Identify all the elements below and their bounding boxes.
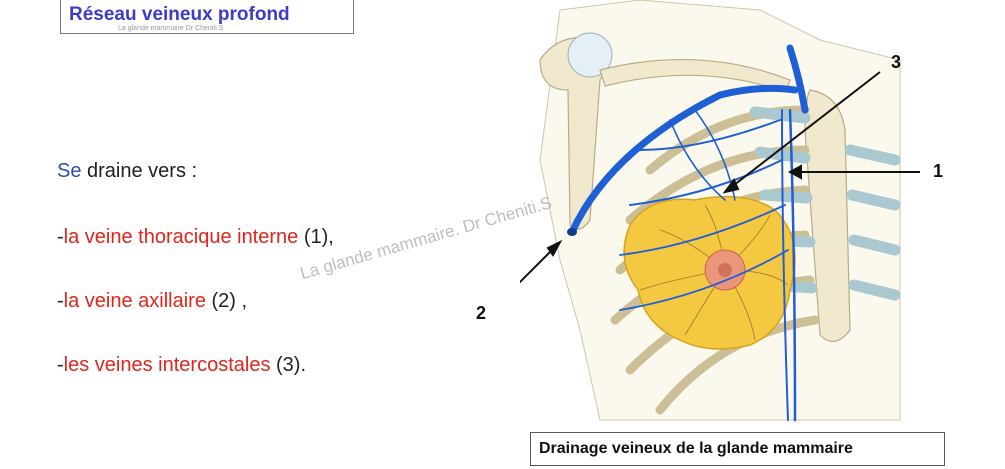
pointer-3 bbox=[724, 71, 881, 193]
arrowhead-1 bbox=[787, 164, 802, 180]
label-3: 3 bbox=[891, 52, 902, 72]
pointer-2 bbox=[520, 243, 559, 284]
item-highlight: la veine axillaire bbox=[63, 290, 206, 312]
caption-box: Drainage veineux de la glande mammaire bbox=[530, 432, 945, 466]
vein-cut-end bbox=[567, 228, 577, 236]
nipple bbox=[718, 263, 732, 277]
pointer-lines bbox=[520, 71, 920, 284]
caption: Drainage veineux de la glande mammaire bbox=[539, 440, 853, 457]
item-dash: - bbox=[57, 226, 64, 248]
item-suffix: (1), bbox=[298, 226, 334, 248]
list-item: -la veine axillaire (2) , bbox=[57, 290, 247, 313]
item-highlight: les veines intercostales bbox=[63, 354, 271, 376]
costal-cartilage-group bbox=[749, 106, 901, 301]
item-suffix: (2) , bbox=[205, 290, 248, 312]
watermark-small: La glande mammaire Dr Cheniti.S bbox=[118, 25, 224, 32]
axillary-vein bbox=[568, 84, 799, 236]
subclavian-vein bbox=[786, 44, 809, 114]
anatomy-illustration bbox=[520, 0, 920, 422]
lateral-thoracic-vein bbox=[669, 119, 726, 201]
intercostal-vein bbox=[619, 249, 789, 311]
title-box: Réseau veineux profond bbox=[60, 0, 354, 34]
list-item: -les veines intercostales (3). bbox=[57, 354, 306, 377]
page-title: Réseau veineux profond bbox=[69, 4, 290, 25]
intercostal-vein bbox=[629, 159, 783, 206]
intercostal-vein bbox=[619, 204, 786, 256]
arrowhead-3 bbox=[722, 178, 740, 194]
list-item: -la veine thoracique interne (1), bbox=[57, 226, 334, 249]
label-2: 2 bbox=[476, 303, 487, 323]
watermark-diagonal: La glande mammaire. Dr Cheniti.S bbox=[298, 193, 554, 284]
veins-group bbox=[568, 44, 809, 422]
intro-text: Se draine vers : bbox=[57, 160, 197, 183]
item-suffix: (3). bbox=[270, 354, 307, 376]
internal-thoracic-vein bbox=[788, 108, 797, 422]
arrowhead-2 bbox=[546, 239, 563, 257]
item-dash: - bbox=[57, 354, 64, 376]
intro-prefix: Se bbox=[57, 160, 82, 182]
label-1: 1 bbox=[933, 161, 944, 181]
intercostal-vein bbox=[639, 119, 781, 151]
intro-rest: draine vers : bbox=[81, 160, 198, 182]
humeral-head bbox=[567, 32, 613, 78]
item-highlight: la veine thoracique interne bbox=[63, 226, 299, 248]
item-dash: - bbox=[57, 290, 64, 312]
